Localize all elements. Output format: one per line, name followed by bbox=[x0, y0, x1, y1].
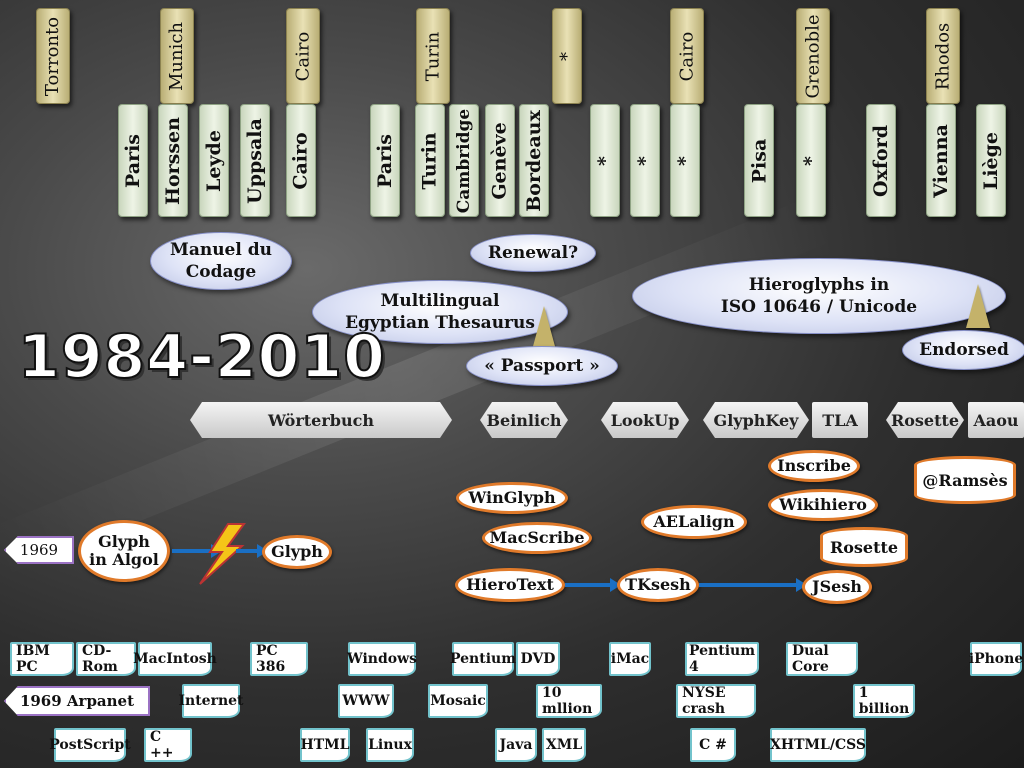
tech-milestone: DVD bbox=[516, 642, 560, 676]
software-oval: WinGlyph bbox=[456, 482, 568, 514]
city-tag: Munich bbox=[160, 8, 194, 104]
project-chevron: GlyphKey bbox=[703, 402, 809, 438]
city-tag: * bbox=[796, 104, 826, 217]
city-tag: Horssen bbox=[158, 104, 188, 217]
tech-milestone: Pentium bbox=[450, 642, 516, 676]
city-tag: Rhodos bbox=[926, 8, 960, 104]
connector-arrow bbox=[565, 578, 621, 592]
tech-milestone: Internet bbox=[178, 684, 244, 718]
city-tag: Grenoble bbox=[796, 8, 830, 104]
tech-milestone: 1 billion bbox=[853, 684, 915, 718]
tech-milestone: 10 mllion bbox=[536, 684, 602, 718]
software-oval: Wikihiero bbox=[768, 489, 878, 521]
software-oval: TKsesh bbox=[617, 568, 699, 602]
project-chevron: Wörterbuch bbox=[190, 402, 452, 438]
tech-milestone: WWW bbox=[338, 684, 394, 718]
tech-milestone: Java bbox=[495, 728, 537, 762]
software-oval: AELalign bbox=[641, 505, 747, 539]
lightning-icon bbox=[199, 523, 246, 585]
tech-milestone: NYSE crash bbox=[676, 684, 756, 718]
tech-milestone: HTML bbox=[300, 728, 350, 762]
endorsed-oval: Endorsed bbox=[902, 330, 1024, 370]
project-chevron: Aaou bbox=[968, 402, 1024, 438]
tech-milestone: Linux bbox=[366, 728, 414, 762]
arpanet-arrow: 1969 Arpanet bbox=[4, 686, 150, 716]
tech-milestone: XHTML/CSS bbox=[770, 728, 866, 762]
city-tag: Paris bbox=[118, 104, 148, 217]
city-tag: Paris bbox=[370, 104, 400, 217]
software-cylinder: @Ramsès bbox=[914, 456, 1016, 504]
city-tag: Cairo bbox=[286, 8, 320, 104]
software-oval: Glyph bbox=[262, 535, 332, 569]
endorsed-pointer bbox=[966, 284, 990, 328]
renewal-oval: Renewal? bbox=[470, 234, 596, 272]
tech-milestone: iMac bbox=[609, 642, 651, 676]
city-tag: Torronto bbox=[36, 8, 70, 104]
city-tag: Cairo bbox=[286, 104, 316, 217]
connector-line bbox=[236, 544, 268, 558]
city-tag: * bbox=[630, 104, 660, 217]
city-tag: Oxford bbox=[866, 104, 896, 217]
city-tag: Cambridge bbox=[449, 104, 479, 217]
city-tag: Bordeaux bbox=[519, 104, 549, 217]
city-tag: * bbox=[590, 104, 620, 217]
passport-oval: « Passport » bbox=[466, 346, 618, 386]
city-tag: Leyde bbox=[199, 104, 229, 217]
software-oval: MacScribe bbox=[482, 522, 592, 554]
tech-milestone: Windows bbox=[347, 642, 417, 676]
city-tag: * bbox=[552, 8, 582, 104]
project-chevron: TLA bbox=[812, 402, 868, 438]
city-tag: Turin bbox=[416, 8, 450, 104]
city-tag: Genève bbox=[485, 104, 515, 217]
city-tag: Uppsala bbox=[240, 104, 270, 217]
software-oval: Inscribe bbox=[768, 450, 860, 482]
city-tag: Pisa bbox=[744, 104, 774, 217]
software-oval: JSesh bbox=[802, 570, 872, 604]
city-tag: Turin bbox=[415, 104, 445, 217]
project-chevron: LookUp bbox=[601, 402, 689, 438]
tech-milestone: Mosaic bbox=[428, 684, 488, 718]
manuel-du-codage-oval: Manuel du Codage bbox=[150, 232, 292, 290]
tech-milestone: iPhone bbox=[969, 642, 1023, 676]
tech-milestone: PC 386 bbox=[250, 642, 308, 676]
city-tag: Liège bbox=[976, 104, 1006, 217]
connector-arrow bbox=[699, 578, 807, 592]
project-chevron: Beinlich bbox=[480, 402, 568, 438]
software-oval: HieroText bbox=[455, 568, 565, 602]
tech-milestone: MacIntosh bbox=[133, 642, 217, 676]
page-title: 1984-2010 bbox=[17, 321, 386, 393]
tech-milestone: C # bbox=[690, 728, 736, 762]
software-cylinder: Rosette bbox=[820, 527, 908, 567]
tech-milestone: IBM PC bbox=[10, 642, 74, 676]
city-tag: Cairo bbox=[670, 8, 704, 104]
city-tag: * bbox=[670, 104, 700, 217]
tech-milestone: XML bbox=[542, 728, 586, 762]
tech-milestone: Dual Core bbox=[786, 642, 858, 676]
tech-milestone: C ++ bbox=[144, 728, 192, 762]
tech-milestone: Pentium 4 bbox=[685, 642, 759, 676]
passport-pointer bbox=[532, 306, 556, 350]
tech-milestone: PostScript bbox=[49, 728, 131, 762]
city-tag: Vienna bbox=[926, 104, 956, 217]
project-chevron: Rosette bbox=[886, 402, 964, 438]
year-1969-arrow: 1969 bbox=[4, 536, 74, 564]
tech-milestone: CD-Rom bbox=[76, 642, 136, 676]
